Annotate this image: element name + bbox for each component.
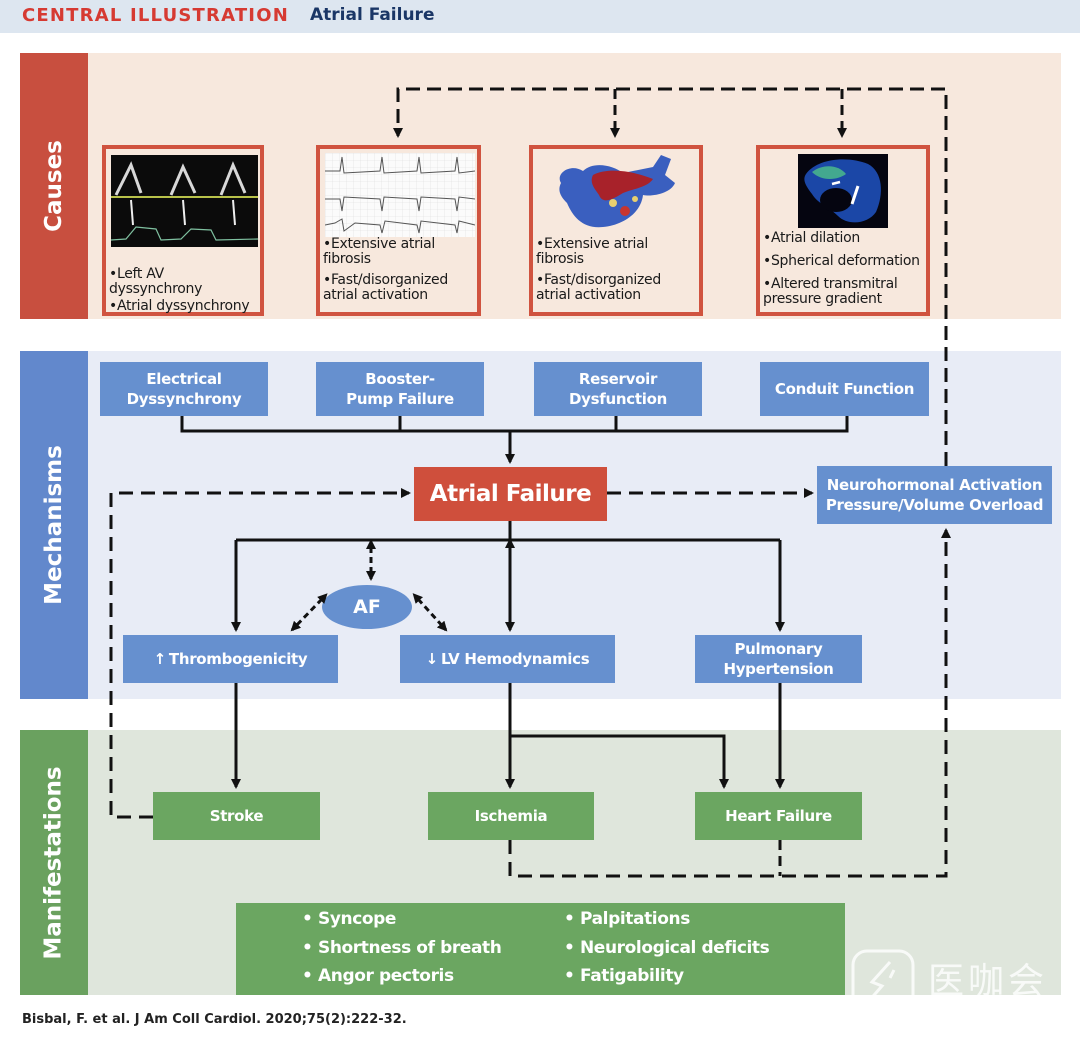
pressure-overload-line: Pressure/Volume Overload [825,496,1044,514]
section-label: Mechanisms [41,445,67,605]
lv-hemodynamics-box: ↓ LV Hemodynamics [400,635,615,683]
cause-bullet: •Atrial dilation [763,230,860,246]
thrombogenicity-label: Thrombogenicity [168,650,308,668]
header-bar [0,0,1080,33]
watermark-logo: 医咖会 [850,948,1060,1014]
mechanism-reservoir-dysfunction: Reservoir Dysfunction [534,362,702,416]
symptoms-box: • Syncope • Shortness of breath • Angor … [236,903,845,995]
atrial-fibrosis-map-image [559,155,675,228]
pulmonary-hypertension-box: Pulmonary Hypertension [695,635,862,683]
cause-bullet: •Atrial dyssynchrony [109,298,250,314]
symptom-item: • Fatigability [564,966,684,986]
central-illustration-label: CENTRAL ILLUSTRATION [22,5,289,26]
cause-bullet: •Extensive atrial fibrosis [323,236,435,267]
ischemia-box: Ischemia [428,792,594,840]
symptom-item: • Shortness of breath [302,937,502,958]
cause-bullet: •Spherical deformation [763,253,920,269]
cause-bullet: •Fast/disorganized atrial activation [536,272,661,303]
heart-failure-box: Heart Failure [695,792,862,840]
watermark-text: 医咖会 [928,961,1049,1002]
symptom-item: • Syncope [302,909,397,929]
section-tab-manifestations: Manifestations [20,730,88,995]
cause-bullet: •Altered transmitral pressure gradient [763,276,898,307]
symptoms-right-column: • Palpitations • Neurological deficits •… [564,905,770,991]
cause-bullet: •Extensive atrial fibrosis [536,236,648,267]
stroke-box: Stroke [153,792,320,840]
arrow-up-icon: ↑ [153,650,167,668]
af-ellipse: AF [322,585,412,629]
figure-title: Atrial Failure [310,5,435,25]
neurohormonal-line: Neurohormonal Activation [826,476,1043,494]
mechanism-electrical-dyssynchrony: Electrical Dyssynchrony [100,362,268,416]
atrial-failure-box: Atrial Failure [414,467,607,521]
arrow-down-icon: ↓ [425,650,439,668]
neurohormonal-activation-box: Neurohormonal Activation Pressure/Volume… [817,466,1052,524]
section-label: Causes [41,140,68,232]
section-tab-causes: Causes [20,53,88,319]
lv-hemodynamics-label: LV Hemodynamics [440,650,590,668]
cause-bullet: •Left AV dyssynchrony [109,266,203,297]
atrial-flow-image [798,154,888,228]
cause-box-av-dyssynchrony: •Left AV dyssynchrony •Atrial dyssynchro… [102,145,264,316]
cause-box-atrial-fibrosis-map: •Extensive atrial fibrosis •Fast/disorga… [529,145,703,316]
cause-box-atrial-dilation: •Atrial dilation •Spherical deformation … [756,145,930,316]
symptoms-left-column: • Syncope • Shortness of breath • Angor … [302,905,502,991]
thrombogenicity-box: ↑ Thrombogenicity [123,635,338,683]
citation: Bisbal, F. et al. J Am Coll Cardiol. 202… [22,1012,407,1027]
symptom-item: • Neurological deficits [564,937,770,958]
symptom-item: • Palpitations [564,909,690,929]
watermark-icon [851,949,915,1013]
cause-bullet: •Fast/disorganized atrial activation [323,272,448,303]
mechanism-conduit-function: Conduit Function [760,362,929,416]
mechanism-booster-pump-failure: Booster-Pump Failure [316,362,484,416]
section-tab-mechanisms: Mechanisms [20,351,88,699]
doppler-echo-image [111,155,258,247]
cause-box-atrial-fibrosis-ecg: •Extensive atrial fibrosis •Fast/disorga… [316,145,481,316]
ecg-tracing-image [325,153,475,237]
section-label: Manifestations [41,765,68,960]
symptom-item: • Angor pectoris [302,966,454,986]
